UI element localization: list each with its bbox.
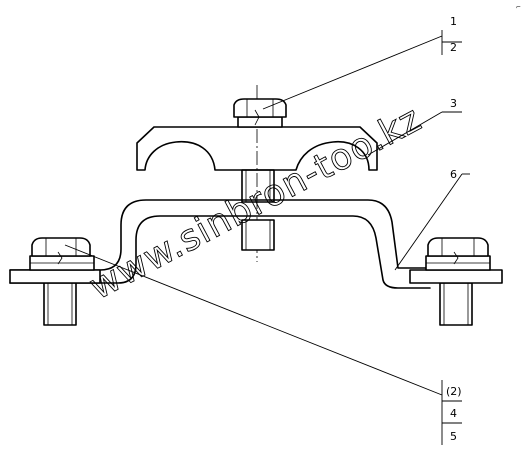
clamp (136, 126, 378, 171)
callout-3: 3 (450, 97, 457, 110)
callout-4: 4 (450, 407, 457, 420)
watermark: www.sinbron-too.kz (83, 98, 428, 308)
leader-lines (64, 30, 470, 445)
callout-5: 5 (450, 430, 457, 443)
bolt-middle (233, 98, 287, 251)
callout-6: 6 (450, 168, 457, 181)
callout-2: 2 (450, 41, 457, 54)
bolt-right (409, 237, 503, 326)
callout-2-ref: (2) (446, 385, 462, 398)
callout-1: 1 (450, 15, 457, 28)
corner-mark: ⌐ (516, 4, 521, 11)
bolt-left (9, 237, 101, 326)
